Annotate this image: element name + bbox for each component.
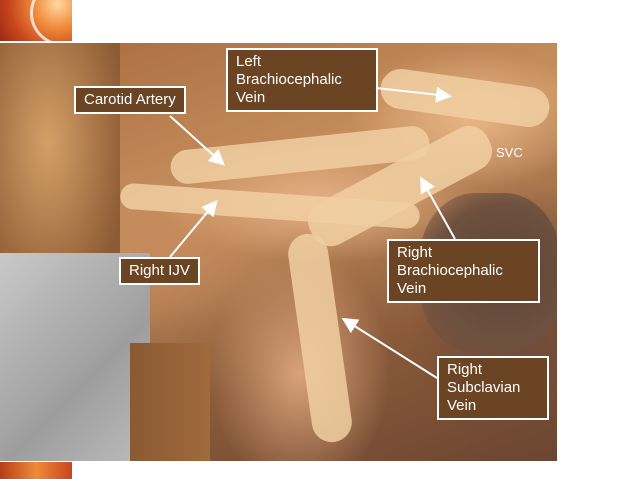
table-cloth: [0, 253, 150, 461]
right-brachiocephalic-line-2: Brachiocephalic: [397, 262, 503, 279]
right-ijv-text: Right IJV: [129, 262, 190, 279]
right-ijv-label: Right IJV: [119, 257, 200, 285]
svc-label: SVC: [496, 145, 523, 160]
left-brachiocephalic-label: Left Brachiocephalic Vein: [226, 48, 378, 112]
decorative-corner-top: [0, 0, 96, 46]
swirl-decoration: [30, 0, 96, 46]
left-brachiocephalic-line-3: Vein: [236, 89, 266, 106]
right-subclavian-label: Right Subclavian Vein: [437, 356, 549, 420]
vessel-shape: [378, 66, 552, 130]
decorative-corner-bottom: [0, 462, 72, 479]
tissue-region: [0, 43, 120, 293]
right-subclavian-line-3: Vein: [447, 397, 477, 414]
right-subclavian-line-1: Right: [447, 361, 483, 378]
right-brachiocephalic-label: Right Brachiocephalic Vein: [387, 239, 540, 303]
right-brachiocephalic-line-3: Vein: [397, 280, 427, 297]
right-subclavian-line-2: Subclavian: [447, 379, 521, 396]
wood-edge: [130, 343, 210, 461]
carotid-artery-label: Carotid Artery: [74, 86, 186, 114]
left-brachiocephalic-line-2: Brachiocephalic: [236, 71, 342, 88]
left-brachiocephalic-line-1: Left: [236, 53, 262, 70]
carotid-artery-text: Carotid Artery: [84, 91, 176, 108]
right-brachiocephalic-line-1: Right: [397, 244, 433, 261]
vessel-shape: [285, 231, 355, 445]
